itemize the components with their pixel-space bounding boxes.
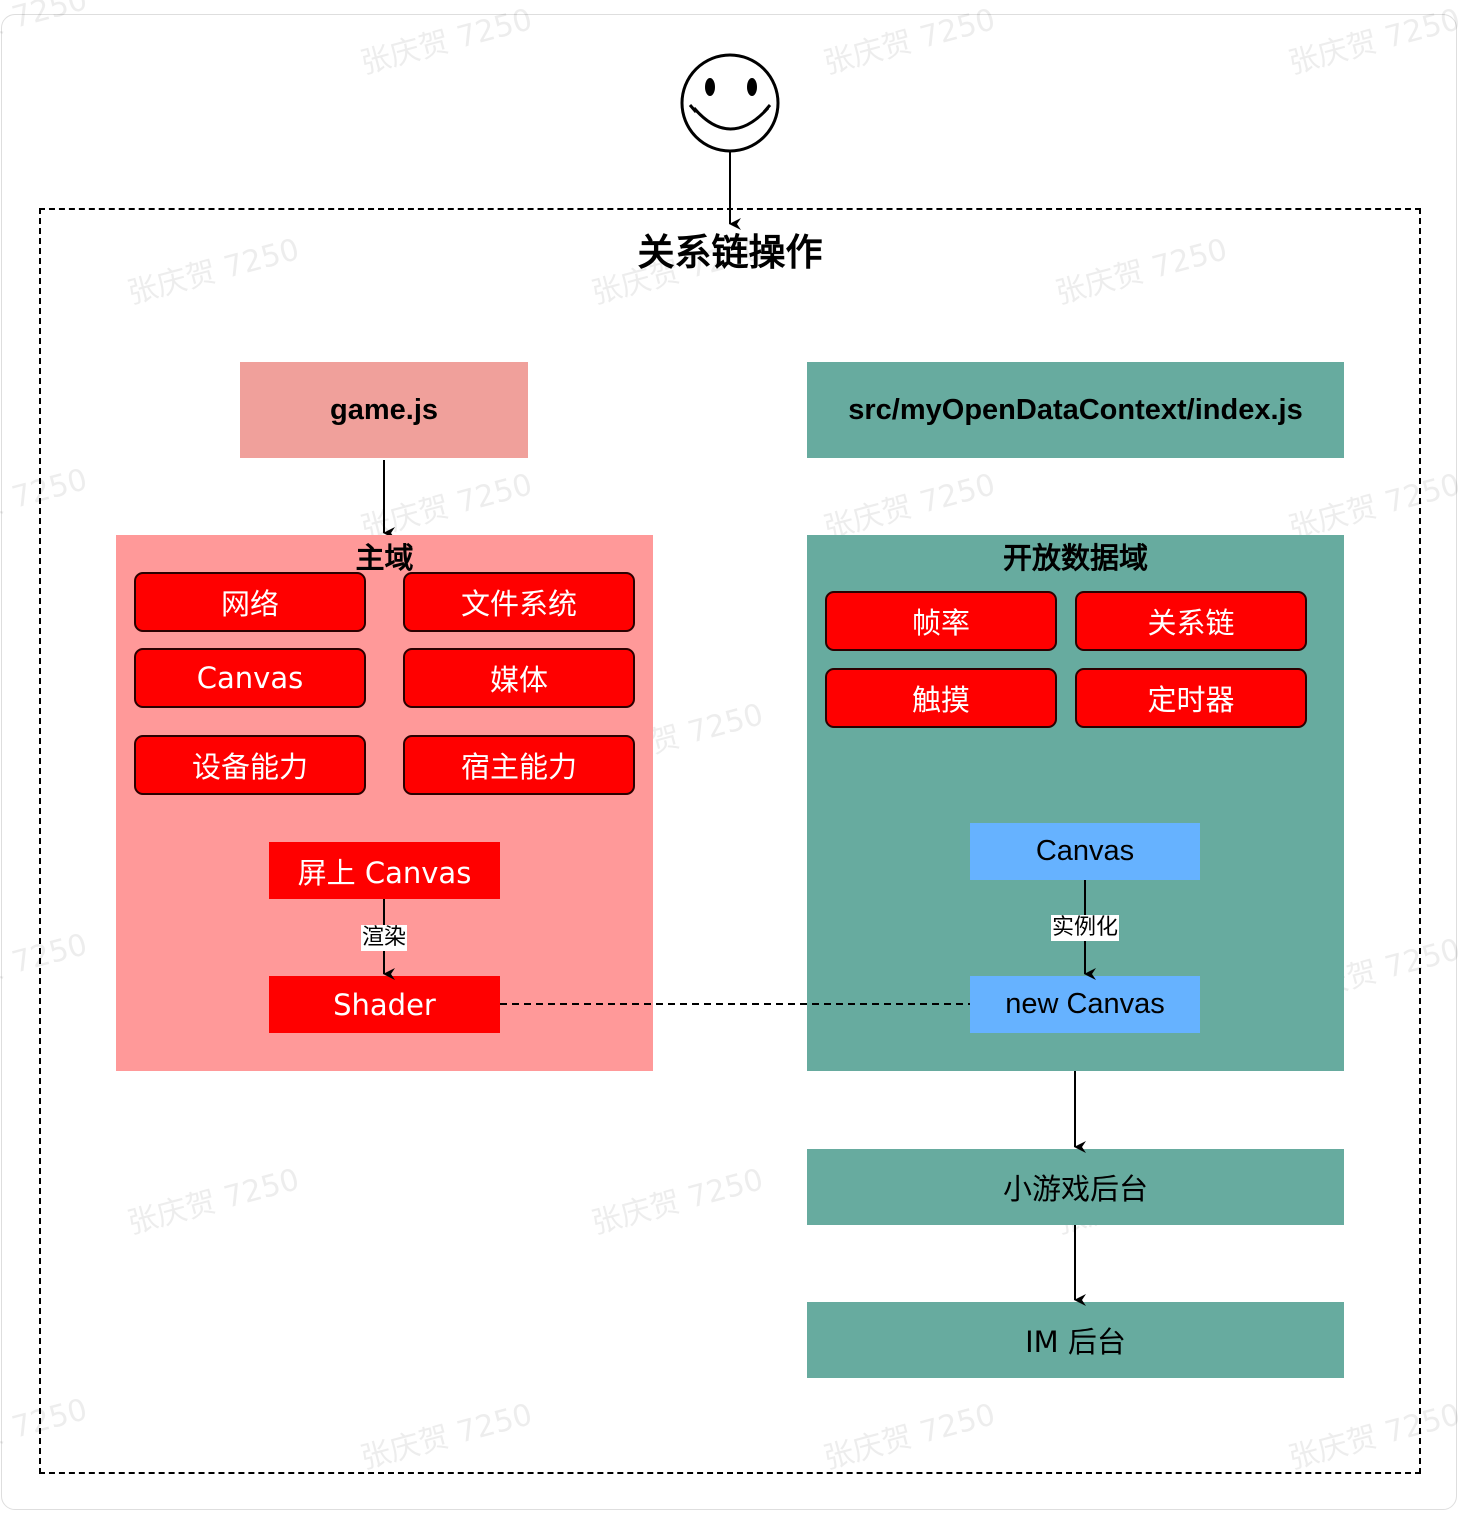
render-edge-label: 渲染	[361, 925, 408, 951]
main-item-device: 设备能力	[134, 735, 366, 795]
new-canvas-box: new Canvas	[970, 976, 1200, 1033]
main-item-label: 媒体	[489, 663, 548, 697]
open-item-framerate: 帧率	[825, 591, 1057, 651]
main-item-filesystem: 文件系统	[403, 572, 635, 632]
game-js-label: game.js	[330, 393, 438, 426]
open-item-label: 关系链	[1147, 606, 1235, 640]
main-item-label: 文件系统	[460, 587, 577, 621]
open-item-touch: 触摸	[825, 668, 1057, 728]
im-backend-label: IM 后台	[1025, 1325, 1126, 1359]
main-item-network: 网络	[134, 572, 366, 632]
game-backend-box: 小游戏后台	[807, 1149, 1344, 1225]
game-js-box: game.js	[240, 362, 528, 458]
im-backend-box: IM 后台	[807, 1302, 1344, 1378]
open-item-label: 定时器	[1147, 683, 1235, 717]
screen-canvas-box: 屏上 Canvas	[269, 842, 500, 899]
open-canvas-label: Canvas	[1035, 835, 1135, 867]
shader-label: Shader	[333, 987, 436, 1022]
user-smiley-icon	[680, 53, 780, 153]
main-item-host: 宿主能力	[403, 735, 635, 795]
open-canvas-box: Canvas	[970, 823, 1200, 880]
open-domain-title: 开放数据域	[1002, 541, 1148, 575]
game-backend-label: 小游戏后台	[1002, 1172, 1148, 1206]
screen-canvas-label: 屏上 Canvas	[297, 855, 472, 890]
main-domain-title: 主域	[355, 541, 414, 575]
open-item-label: 帧率	[911, 606, 970, 640]
instantiate-edge-label: 实例化	[1051, 915, 1120, 941]
open-item-label: 触摸	[911, 683, 970, 717]
main-item-label: 设备能力	[191, 750, 308, 784]
open-data-file-box: src/myOpenDataContext/index.js	[807, 362, 1344, 458]
diagram-title: 关系链操作	[637, 231, 823, 274]
shader-box: Shader	[269, 976, 500, 1033]
main-item-label: 网络	[220, 587, 279, 621]
open-item-relation-chain: 关系链	[1075, 591, 1307, 651]
open-item-timer: 定时器	[1075, 668, 1307, 728]
main-item-label: 宿主能力	[460, 750, 577, 784]
new-canvas-label: new Canvas	[1005, 988, 1165, 1020]
main-item-canvas: Canvas	[134, 648, 366, 708]
main-item-media: 媒体	[403, 648, 635, 708]
open-data-file-label: src/myOpenDataContext/index.js	[848, 393, 1303, 426]
canvas-frame	[1, 14, 1457, 1510]
main-item-label: Canvas	[196, 661, 304, 695]
